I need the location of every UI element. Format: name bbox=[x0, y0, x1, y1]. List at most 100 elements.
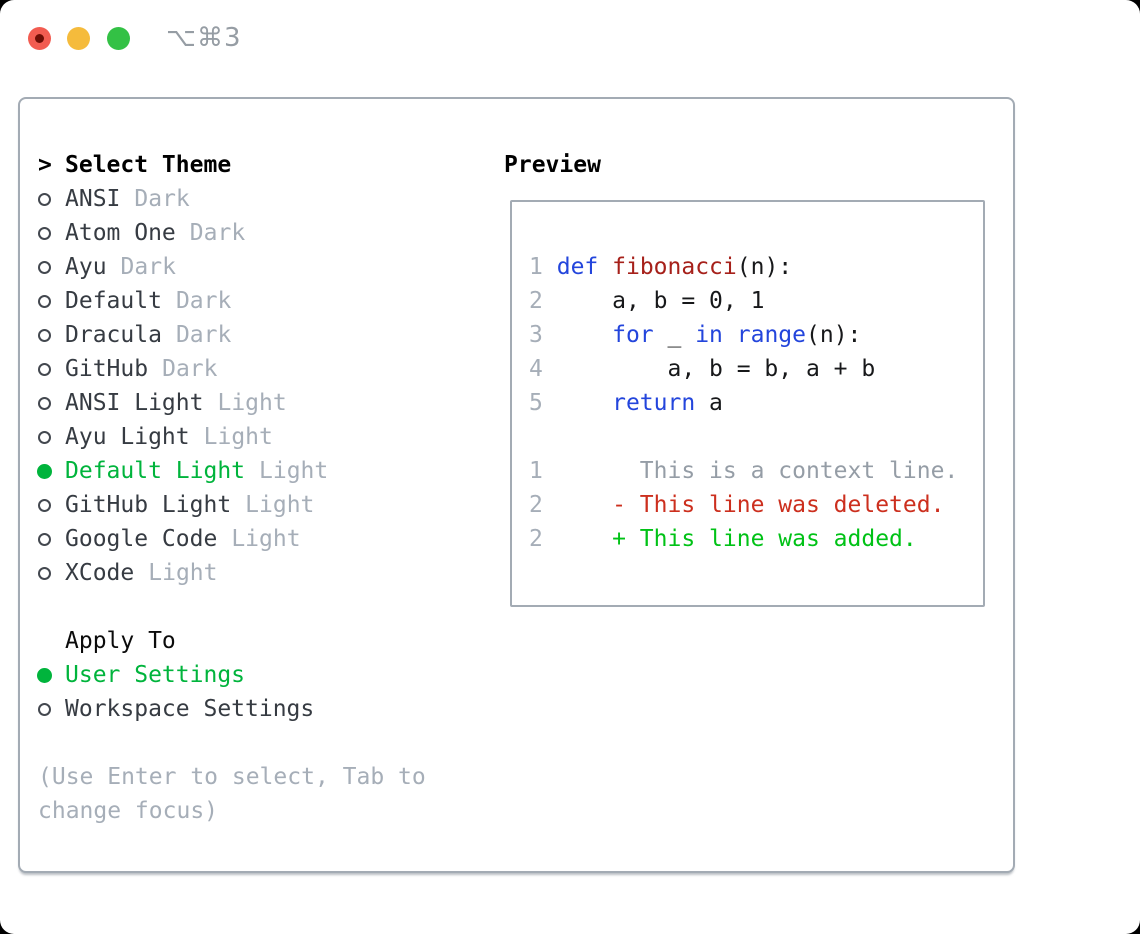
option-label: Ayu bbox=[65, 254, 107, 280]
radio-icon bbox=[38, 192, 51, 206]
theme-option[interactable]: Atom One Dark bbox=[38, 216, 245, 250]
radio-icon bbox=[38, 702, 51, 716]
code-segment-number: 2 bbox=[529, 288, 543, 314]
code-segment-plain: (n): bbox=[806, 322, 862, 348]
theme-variant-tag: Dark bbox=[175, 322, 232, 348]
code-segment-plain bbox=[543, 288, 612, 314]
radio-icon bbox=[38, 396, 51, 410]
theme-variant-tag: Dark bbox=[120, 254, 176, 280]
theme-variant-tag: Light bbox=[259, 458, 329, 484]
code-segment-plain bbox=[543, 254, 557, 280]
theme-variant-tag: Light bbox=[203, 424, 273, 450]
preview-code-line: 1 def fibonacci(n): bbox=[529, 250, 792, 284]
code-segment-plain: (n): bbox=[736, 254, 793, 280]
option-label: XCode bbox=[65, 560, 135, 586]
theme-option[interactable]: Dracula Dark bbox=[38, 318, 231, 352]
hint-line-2: change focus) bbox=[38, 798, 219, 824]
theme-variant-tag: Light bbox=[217, 390, 287, 416]
option-label: GitHub Light bbox=[65, 492, 232, 518]
code-segment-context bbox=[543, 458, 640, 484]
theme-picker-panel: > Select Theme Preview Apply To (Use Ent… bbox=[18, 97, 1015, 873]
preview-code-line: 2 - This line was deleted. bbox=[529, 488, 944, 522]
theme-option[interactable]: XCode Light bbox=[38, 556, 218, 590]
code-segment-plain bbox=[543, 322, 612, 348]
option-label: User Settings bbox=[65, 662, 246, 688]
code-segment-number: 1 bbox=[529, 458, 543, 484]
radio-selected-icon bbox=[37, 667, 52, 683]
radio-icon bbox=[38, 226, 51, 240]
theme-variant-tag: Dark bbox=[134, 186, 190, 212]
radio-icon bbox=[38, 260, 51, 274]
code-segment-keyword: in bbox=[695, 322, 723, 348]
code-segment-plain: a, b = 0, 1 bbox=[612, 288, 765, 314]
theme-option[interactable]: Default Light Light bbox=[37, 454, 329, 488]
preview-title: Preview bbox=[504, 152, 601, 178]
code-segment-keyword: def bbox=[556, 254, 599, 280]
apply-to-header: Apply To bbox=[38, 624, 176, 658]
radio-icon bbox=[38, 498, 51, 512]
radio-icon bbox=[38, 532, 51, 546]
radio-icon bbox=[38, 362, 51, 376]
code-segment-number: 2 bbox=[529, 492, 543, 518]
option-label: Dracula bbox=[65, 322, 162, 348]
preview-code-line: 2 a, b = 0, 1 bbox=[529, 284, 764, 318]
preview-code-line: 4 a, b = b, a + b bbox=[529, 352, 875, 386]
code-segment-number: 2 bbox=[529, 526, 543, 552]
code-segment-context: This is a context line. bbox=[639, 458, 959, 484]
keyboard-shortcut-label: ⌥⌘3 bbox=[166, 23, 242, 53]
zoom-button[interactable] bbox=[107, 27, 130, 50]
radio-icon bbox=[38, 328, 51, 342]
code-segment-number: 3 bbox=[529, 322, 543, 348]
code-segment-plain bbox=[543, 390, 612, 416]
minimize-button[interactable] bbox=[67, 27, 90, 50]
apply-to-option[interactable]: User Settings bbox=[37, 658, 246, 692]
option-label: GitHub bbox=[65, 356, 149, 382]
code-segment-plain bbox=[543, 492, 612, 518]
code-segment-keyword: range bbox=[736, 322, 807, 348]
code-segment-keyword: return bbox=[612, 390, 696, 416]
theme-option[interactable]: Default Dark bbox=[38, 284, 231, 318]
option-label: Default bbox=[65, 288, 162, 314]
theme-option[interactable]: ANSI Light Light bbox=[38, 386, 287, 420]
code-segment-number: 1 bbox=[529, 254, 543, 280]
code-segment-plain bbox=[723, 322, 737, 348]
theme-option[interactable]: Ayu Dark bbox=[38, 250, 176, 284]
radio-icon bbox=[38, 294, 51, 308]
theme-option[interactable]: Ayu Light Light bbox=[38, 420, 273, 454]
preview-box bbox=[510, 200, 985, 607]
preview-code-line: 3 for _ in range(n): bbox=[529, 318, 861, 352]
option-label: Atom One bbox=[65, 220, 176, 246]
preview-code-line: 1 This is a context line. bbox=[529, 454, 958, 488]
preview-code-line: 5 return a bbox=[529, 386, 723, 420]
option-label: Default Light bbox=[65, 458, 246, 484]
option-label: Google Code bbox=[65, 526, 218, 552]
theme-variant-tag: Light bbox=[148, 560, 218, 586]
option-label: Ayu Light bbox=[65, 424, 190, 450]
select-theme-header: > Select Theme bbox=[38, 148, 231, 182]
radio-selected-icon bbox=[37, 463, 52, 479]
theme-variant-tag: Dark bbox=[175, 288, 232, 314]
code-segment-keyword: for bbox=[612, 322, 654, 348]
theme-variant-tag: Light bbox=[245, 492, 315, 518]
option-label: Workspace Settings bbox=[65, 696, 315, 722]
close-button[interactable] bbox=[28, 27, 51, 50]
option-label: ANSI bbox=[65, 186, 121, 212]
code-segment-plain: a bbox=[695, 390, 723, 416]
hint-line-1: (Use Enter to select, Tab to bbox=[38, 764, 426, 790]
option-label: ANSI Light bbox=[65, 390, 204, 416]
apply-to-title: Apply To bbox=[65, 628, 176, 654]
code-segment-plain bbox=[598, 254, 612, 280]
code-segment-deleted: - This line was deleted. bbox=[612, 492, 945, 518]
apply-to-option[interactable]: Workspace Settings bbox=[38, 692, 314, 726]
unsaved-changes-dot-icon bbox=[35, 34, 44, 43]
theme-option[interactable]: GitHub Light Light bbox=[38, 488, 314, 522]
code-segment-number: 5 bbox=[529, 390, 543, 416]
code-segment-plain: _ bbox=[653, 322, 696, 348]
code-segment-plain: a, b = b, a + b bbox=[667, 356, 876, 382]
prompt-cursor-icon: > bbox=[38, 152, 52, 178]
theme-variant-tag: Dark bbox=[189, 220, 246, 246]
theme-option[interactable]: ANSI Dark bbox=[38, 182, 190, 216]
